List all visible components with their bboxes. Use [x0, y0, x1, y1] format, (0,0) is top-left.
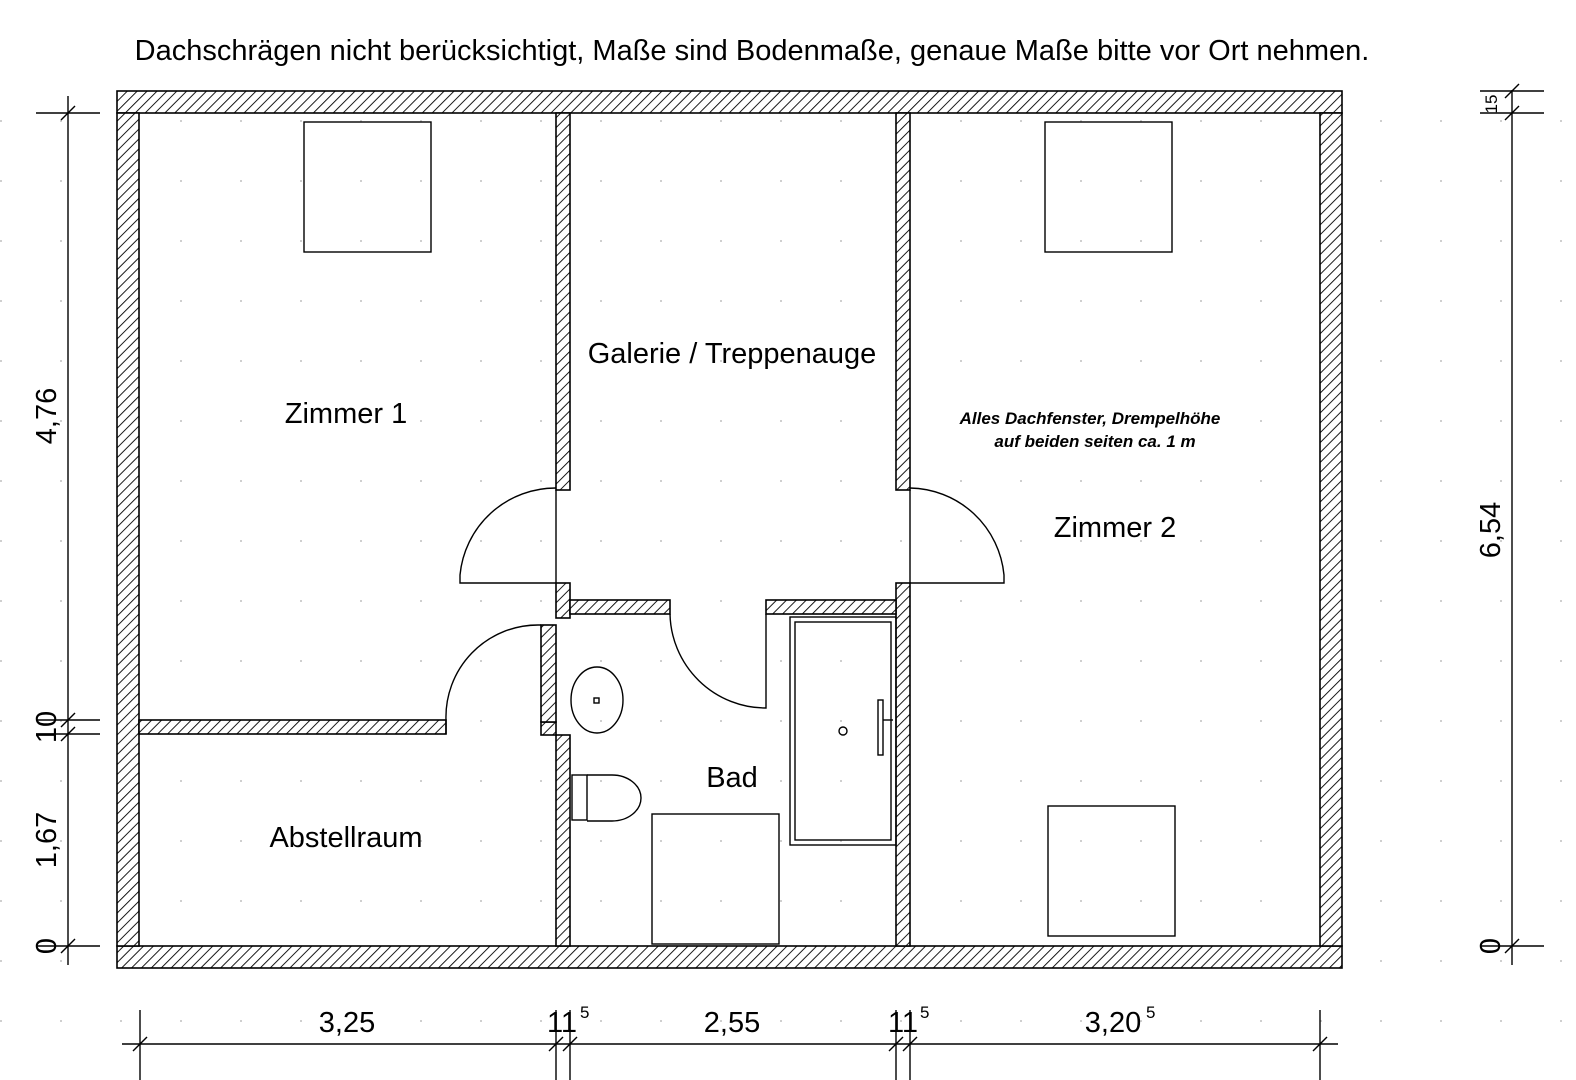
room-label-zimmer1: Zimmer 1 [285, 398, 407, 430]
room-label-bad: Bad [706, 762, 758, 794]
dim-bottom-1: 3,25 [319, 1007, 375, 1039]
dim-right-zero: 0 [1475, 938, 1507, 954]
dim-bottom-3: 2,55 [704, 1007, 760, 1039]
shower-icon [789, 616, 897, 846]
room-label-galerie: Galerie / Treppenauge [588, 338, 877, 370]
dimension-line-left [36, 96, 100, 965]
skylights [303, 121, 1176, 945]
room-label-zimmer2: Zimmer 2 [1054, 512, 1176, 544]
dim-left-top: 4,76 [31, 388, 63, 444]
toilet-icon [571, 774, 642, 822]
outer-walls [116, 90, 1343, 969]
dim-right-top: 15 [1482, 95, 1501, 114]
dim-left-mid: 10 [31, 711, 63, 743]
dim-bottom-5: 3,20 [1085, 1007, 1141, 1039]
dim-right-total: 6,54 [1475, 502, 1507, 558]
annotation-line-1: Alles Dachfenster, Drempelhöhe [959, 409, 1221, 428]
dim-bottom-4: 11 [888, 1007, 918, 1039]
dim-bottom-2: 11 [547, 1007, 577, 1039]
door-swings [445, 487, 1005, 734]
dimension-line-right [1480, 83, 1544, 965]
dim-left-low: 1,67 [31, 812, 63, 868]
room-label-abstellraum: Abstellraum [269, 822, 422, 854]
annotation-line-2: auf beiden seiten ca. 1 m [994, 432, 1195, 451]
dimension-line-bottom [122, 1010, 1338, 1080]
grid-background [0, 80, 1576, 1080]
dim-bottom-5-sup: 5 [1146, 1003, 1155, 1022]
plan-note: Dachschrägen nicht berücksichtigt, Maße … [135, 35, 1370, 67]
interior-walls [138, 112, 911, 947]
dim-left-zero: 0 [31, 938, 63, 954]
dim-bottom-4-sup: 5 [920, 1003, 929, 1022]
dim-bottom-2-sup: 5 [580, 1003, 589, 1022]
sink-icon [570, 666, 624, 734]
bathroom-fixtures [570, 616, 897, 846]
